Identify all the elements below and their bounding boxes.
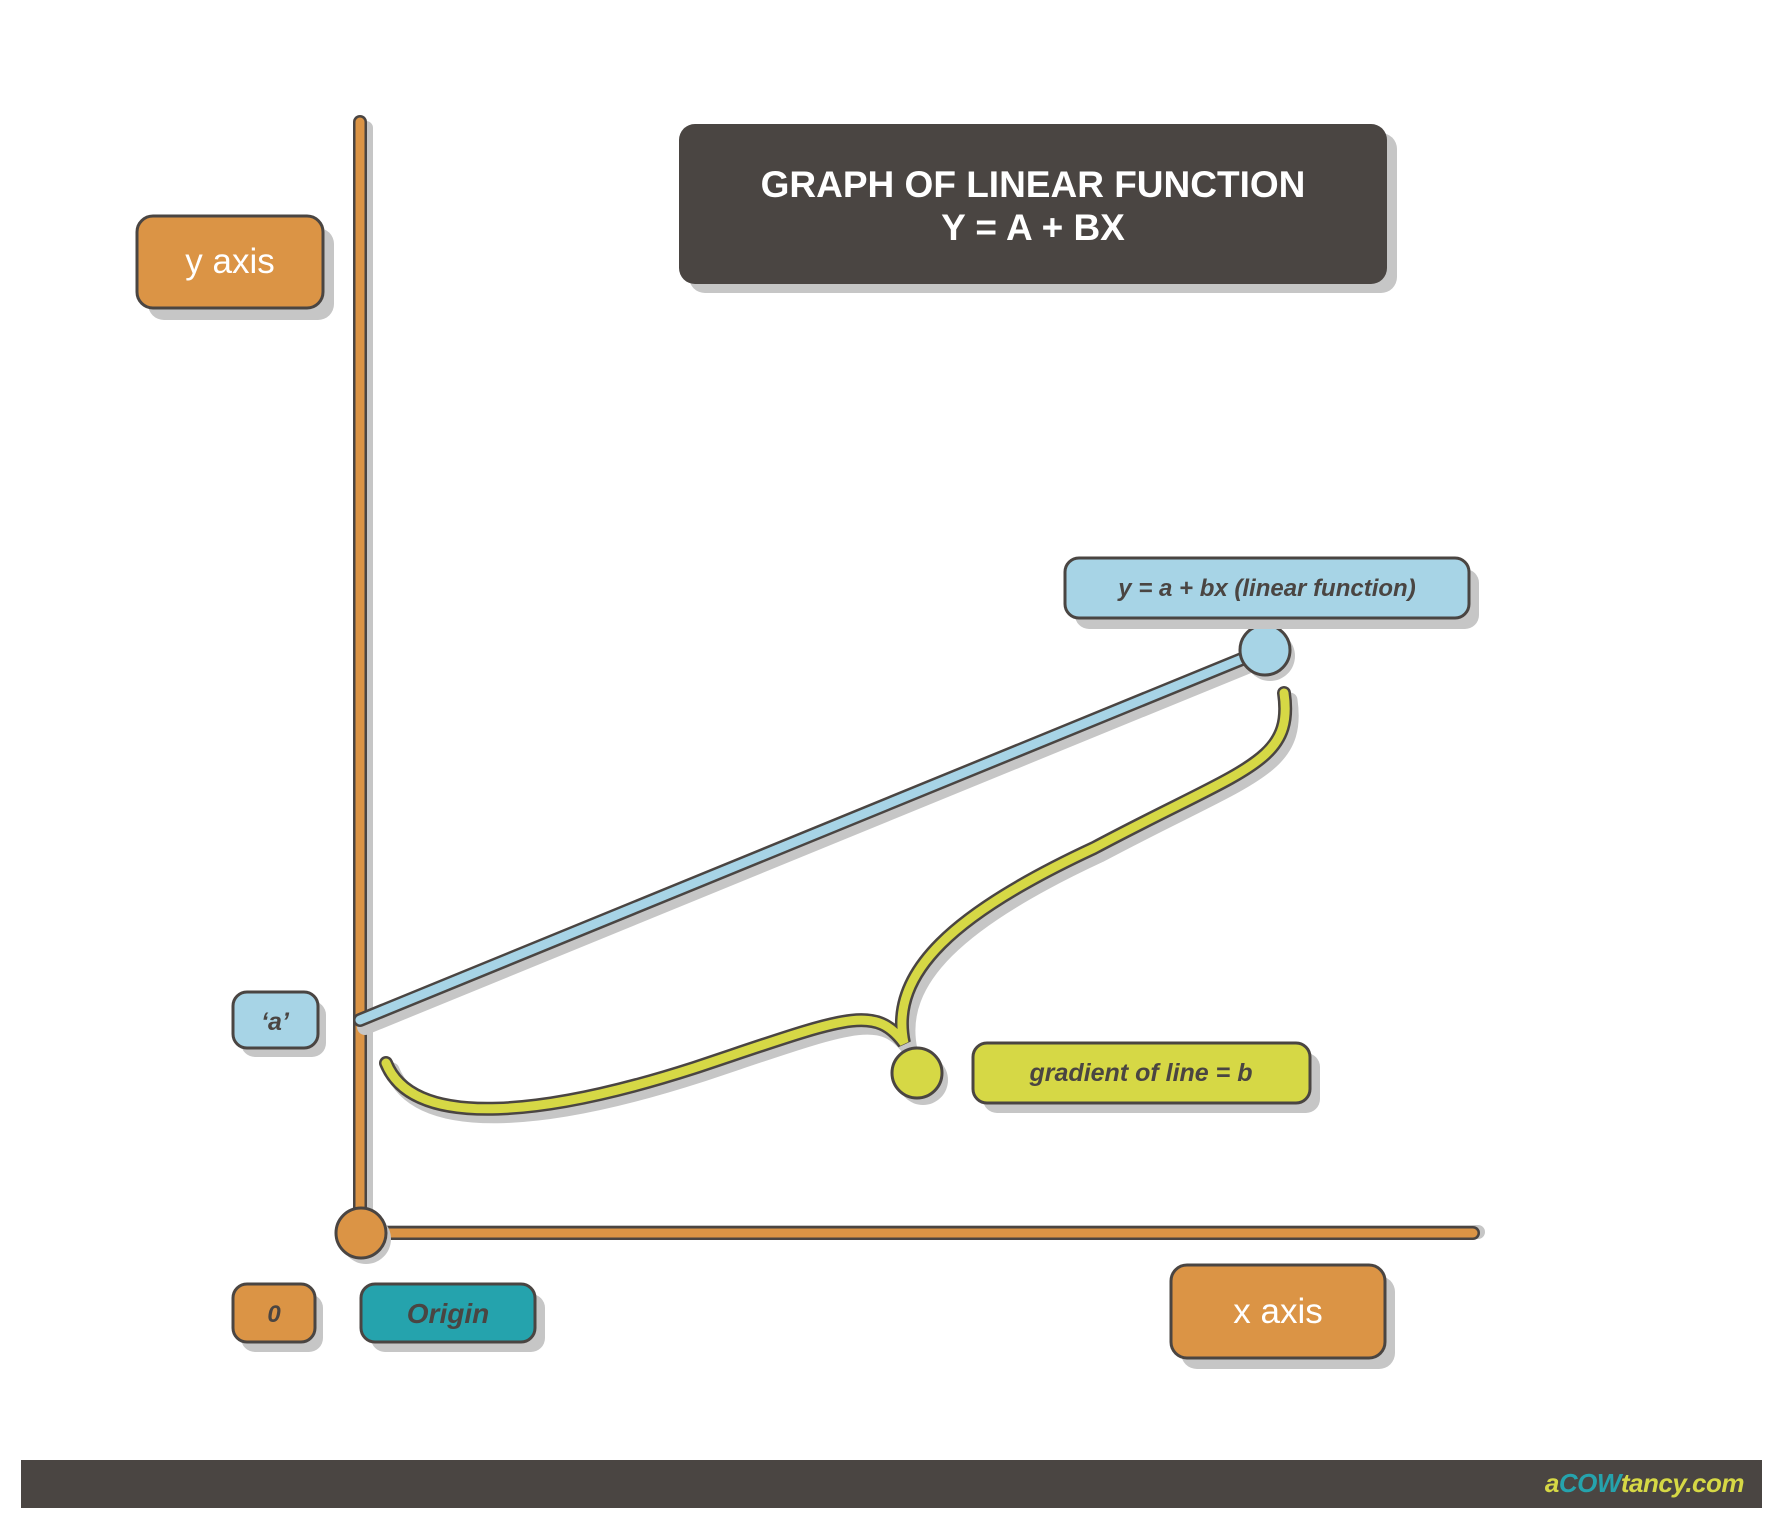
brand-logo[interactable]: aCOWtancy.com: [1544, 1468, 1745, 1499]
brand-part-3: tancy.com: [1620, 1468, 1745, 1498]
brand-part-2: COW: [1558, 1468, 1622, 1498]
intercept-label: ‘a’: [261, 1008, 290, 1036]
origin-label-box: Origin: [359, 1282, 545, 1352]
line-label-box: y = a + bx (linear function): [1063, 556, 1479, 629]
line-end-dot: [1238, 623, 1292, 677]
title-box: GRAPH OF LINEAR FUNCTION Y = A + BX: [679, 124, 1397, 293]
gradient-label: gradient of line = b: [1029, 1059, 1253, 1087]
brand-part-1: a: [1544, 1468, 1559, 1498]
linear-function-line: [353, 623, 1295, 1035]
y-axis-label-box: y axis: [135, 214, 334, 320]
x-axis-label-box: x axis: [1169, 1263, 1395, 1369]
y-axis-label: y axis: [185, 242, 274, 281]
origin-dot: [334, 1206, 388, 1260]
title-line-2: Y = A + BX: [941, 207, 1125, 248]
origin-label: Origin: [407, 1298, 489, 1329]
intercept-label-box: ‘a’: [231, 990, 326, 1057]
line-label: y = a + bx (linear function): [1117, 575, 1415, 602]
gradient-dot: [890, 1046, 944, 1100]
x-axis-label: x axis: [1233, 1292, 1322, 1331]
title-line-1: GRAPH OF LINEAR FUNCTION: [761, 164, 1306, 205]
zero-label-box: 0: [231, 1282, 323, 1352]
zero-label: 0: [267, 1301, 281, 1328]
gradient-label-box: gradient of line = b: [971, 1041, 1320, 1113]
footer-bar: aCOWtancy.com: [21, 1460, 1762, 1508]
gradient-curve: [379, 686, 1299, 1124]
axes: [334, 115, 1485, 1264]
